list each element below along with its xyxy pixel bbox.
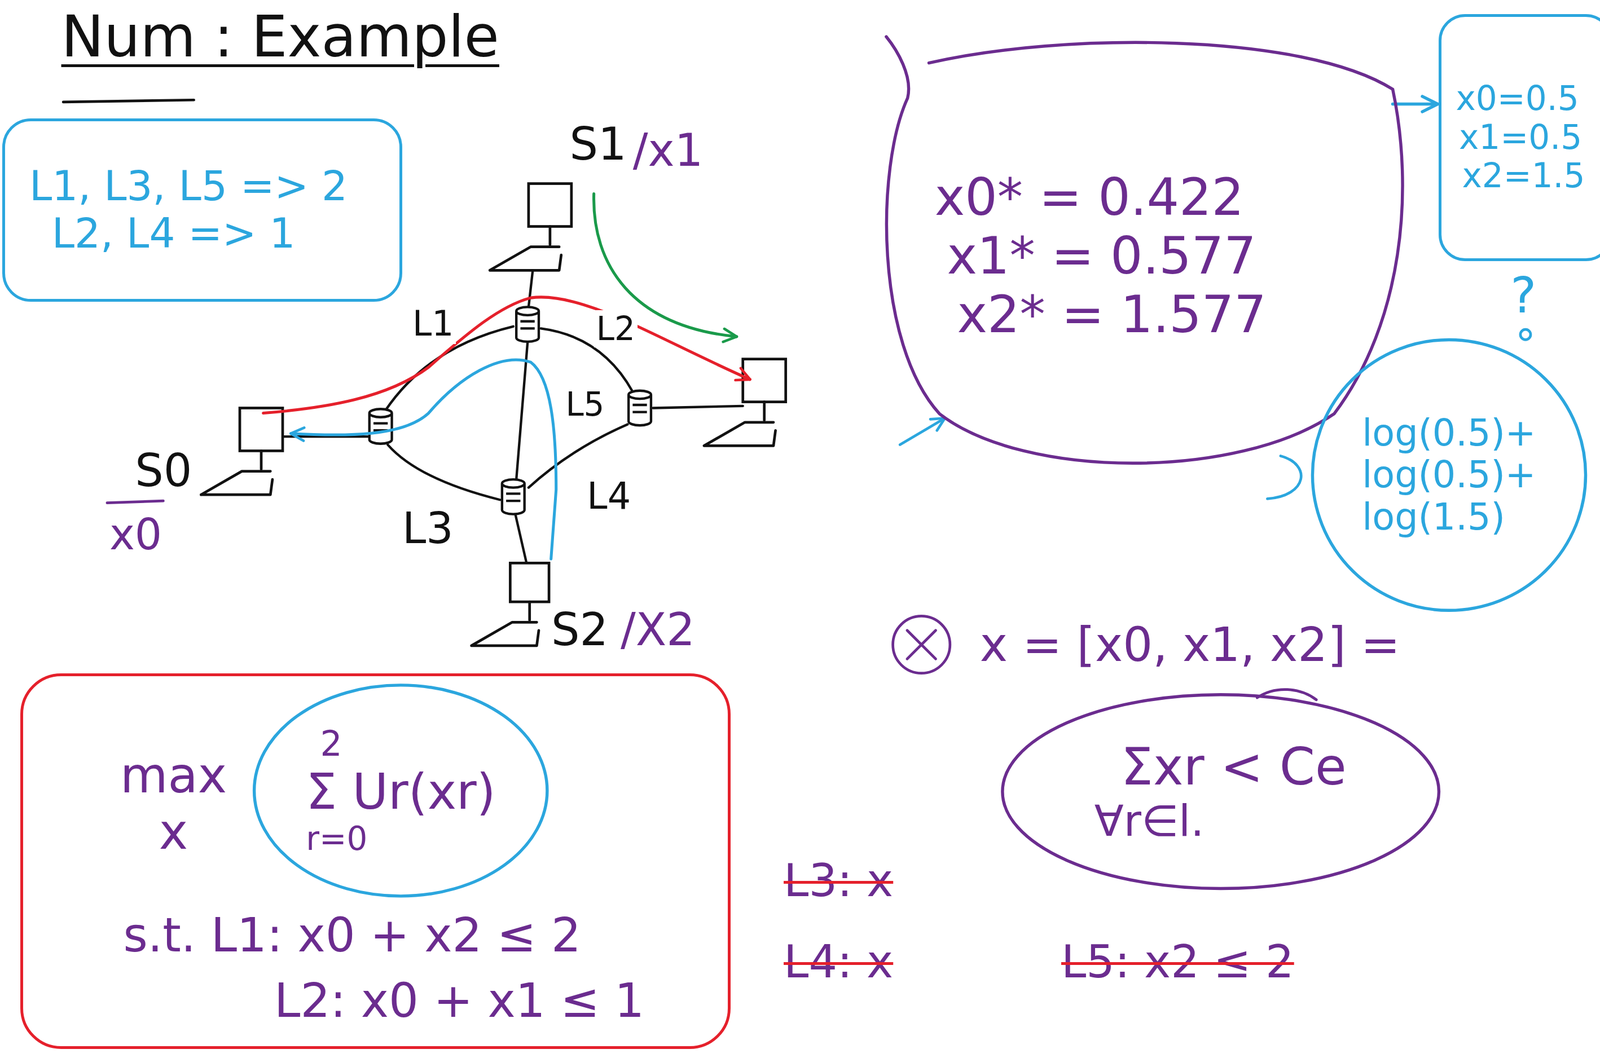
circled-x-ring: [893, 616, 951, 674]
objective-circle: 2Σ Ur(xr)r=0: [252, 684, 549, 898]
monitor-shape: [239, 407, 283, 451]
curl-mark: [1267, 455, 1301, 499]
network-link: [516, 343, 528, 480]
flow-route-blue: [290, 359, 556, 560]
network-link: [515, 514, 527, 564]
keyboard-shape: [704, 402, 776, 447]
connector-layer: [1392, 103, 1438, 105]
node-text: x2=1.5: [1461, 156, 1585, 196]
rate-vector: x = [x0, x1, x2] =: [977, 618, 1403, 673]
node-text: x1=0.5: [1458, 118, 1582, 158]
link-label: L3: [400, 503, 456, 553]
ellipse-shape: [1001, 695, 1439, 890]
node-text: Σ Ur(xr): [305, 763, 496, 821]
text-column: x0* = 0.422x1* = 0.577x2* = 1.577: [934, 168, 1267, 345]
node-text: max x: [120, 747, 227, 861]
num-problem-box: max x s.t. L1: x0 + x2 ≤ 2 L2: x0 + x1 ≤ 1…: [20, 673, 731, 1050]
node-text: L1, L3, L5 => 2: [29, 163, 348, 210]
node-text: L2: x0 + x1 ≤ 1: [274, 974, 645, 1029]
router-outline: [628, 390, 652, 426]
node-text: s.t. L1: x0 + x2 ≤ 2: [122, 908, 581, 964]
circled-x-symbol: [907, 630, 936, 660]
source-label: S2: [548, 604, 611, 657]
computer-icon: [471, 563, 549, 646]
node-text: r=0: [305, 820, 368, 859]
log-sum-circle: log(0.5)+ log(0.5)+ log(1.5): [1311, 338, 1588, 613]
keyboard-shape: [471, 601, 539, 646]
node-text: x1* = 0.577: [946, 226, 1256, 286]
node-text: ∀r∈l.: [1094, 796, 1205, 846]
text-column: Σxr < Ce∀r∈l.: [1094, 737, 1347, 846]
node-text: x2* = 1.577: [957, 285, 1267, 345]
keyboard-shape: [489, 226, 562, 271]
node-text: x0* = 0.422: [934, 168, 1245, 227]
link-label: L5: [563, 385, 607, 424]
text-column: L1, L3, L5 => 2L2, L4 => 1: [29, 163, 348, 257]
link-label: L2: [594, 310, 638, 349]
computer-icon: [489, 183, 572, 271]
question-mark: ?: [1508, 267, 1539, 324]
link-label: L1: [410, 304, 456, 345]
node-text: 2: [319, 724, 342, 765]
router-body: [502, 479, 525, 514]
monitor-shape: [528, 183, 572, 227]
rate-label: /X2: [618, 604, 698, 657]
text-column: 2Σ Ur(xr)r=0: [305, 724, 496, 859]
source-label: S1: [567, 118, 630, 171]
blob-shape: [886, 36, 1403, 464]
computer-icon: [200, 407, 283, 495]
network-link: [653, 406, 744, 409]
router-body: [369, 409, 393, 444]
capacity-note-box: L1, L3, L5 => 2L2, L4 => 1: [2, 118, 403, 303]
router-icon: [628, 390, 652, 426]
router-body: [628, 390, 652, 426]
trial-rates-box: x0=0.5x1=0.5x2=1.5: [1438, 14, 1600, 262]
diagram-title: Num : Example: [61, 3, 500, 70]
router-outline: [369, 409, 393, 444]
source-label: S0: [132, 445, 195, 498]
keyboard-shape: [200, 450, 273, 495]
network-link: [528, 271, 533, 307]
removed-constraint: L5: x2 ≤ 2: [1061, 936, 1295, 989]
title-underline: [63, 99, 195, 103]
network-link: [387, 445, 500, 501]
removed-constraint: L4: x: [783, 936, 894, 989]
router-outline: [502, 479, 525, 514]
fraction-bar: [107, 500, 164, 504]
flow-route-red: [263, 297, 751, 414]
router-icon: [502, 479, 525, 514]
text-column: log(0.5)+ log(0.5)+ log(1.5): [1361, 412, 1536, 540]
node-text: L2, L4 => 1: [51, 210, 296, 258]
capacity-constraint-oval: Σxr < Ce∀r∈l.: [1000, 693, 1441, 890]
router-icon: [516, 306, 539, 342]
rate-label: /x1: [630, 124, 706, 177]
removed-constraint: L3: x: [783, 855, 894, 908]
node-text: log(0.5)+ log(0.5)+ log(1.5): [1361, 412, 1536, 540]
link-label: L4: [584, 475, 634, 518]
ellipse-shape: [1312, 340, 1586, 612]
ellipse-shape: [254, 685, 548, 897]
computer-icon: [704, 359, 786, 447]
pointer-arrow: [899, 418, 945, 446]
text-column: x0=0.5x1=0.5x2=1.5: [1456, 79, 1586, 196]
node-text: Σxr < Ce: [1121, 737, 1347, 797]
monitor-shape: [510, 563, 549, 602]
router-icon: [369, 409, 393, 444]
node-text: x0=0.5: [1456, 79, 1580, 119]
rate-label: x0: [107, 510, 165, 560]
router-body: [516, 306, 539, 342]
router-outline: [516, 306, 539, 342]
question-dot: [1520, 329, 1531, 340]
arrow-connector: [1392, 102, 1438, 106]
